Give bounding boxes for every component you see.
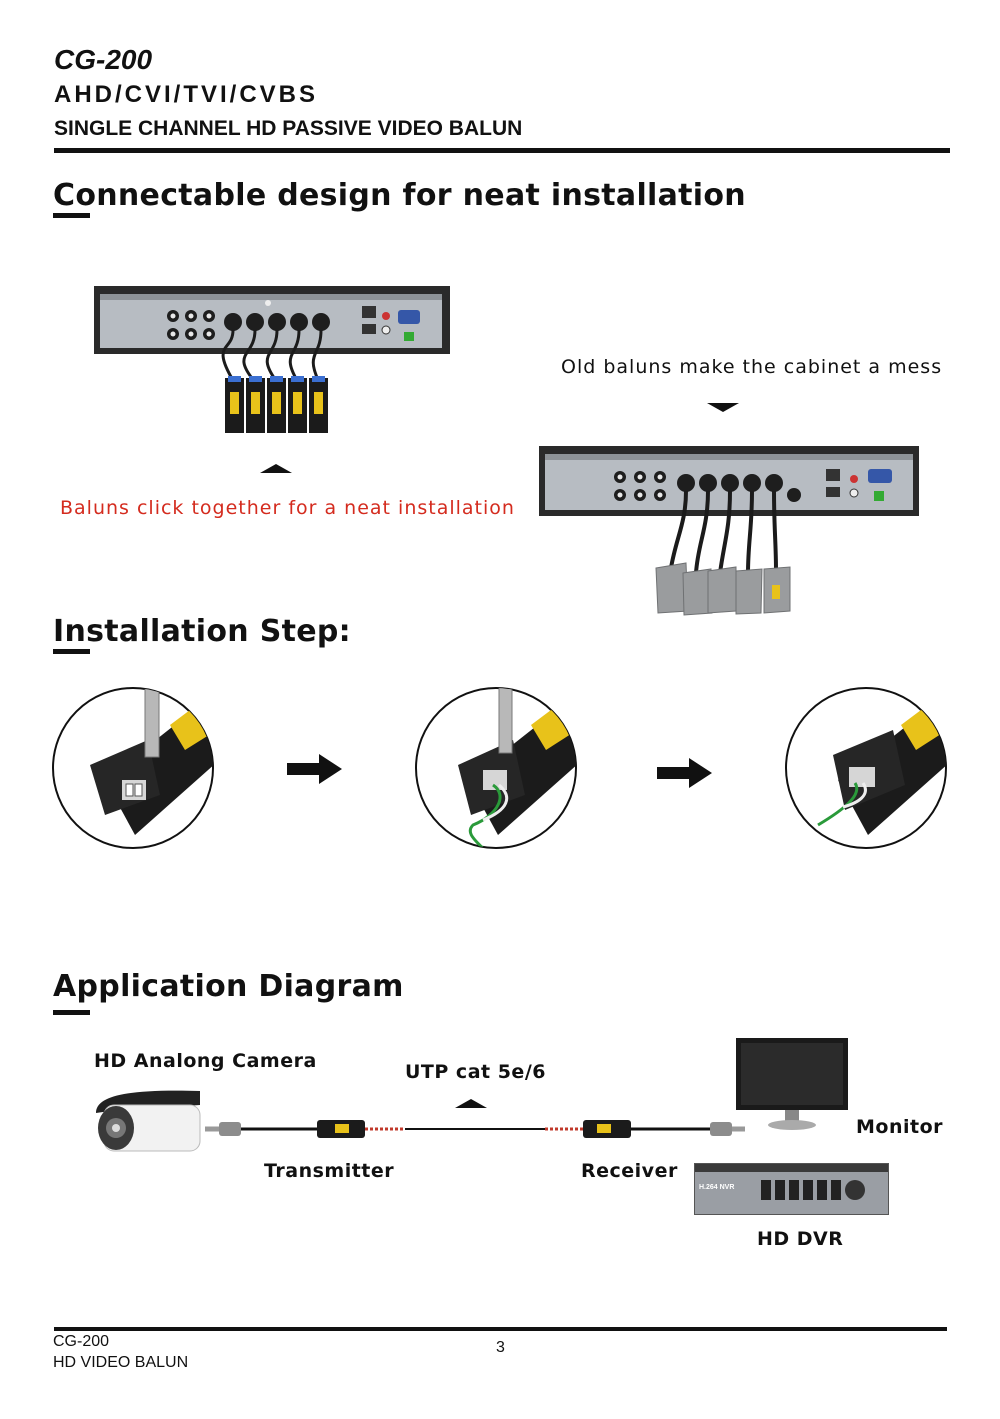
install-step-3-illustration [785, 687, 947, 849]
header-divider [54, 148, 950, 153]
install-step-1-illustration [52, 687, 214, 849]
dvr-label: HD DVR [757, 1228, 844, 1250]
neat-installation-caption: Baluns click together for a neat install… [60, 497, 515, 519]
cable-path-illustration [205, 1120, 745, 1138]
page-number: 3 [496, 1339, 505, 1356]
install-step-2-illustration [415, 687, 577, 849]
up-pointer-icon [260, 464, 292, 473]
footer-divider [54, 1327, 947, 1331]
dvr-device: H.264 NVR [694, 1163, 889, 1215]
connectable-heading: Connectable design for neat installation [53, 178, 746, 213]
receiver-label: Receiver [581, 1160, 678, 1182]
cable-label: UTP cat 5e/6 [405, 1061, 546, 1083]
cable-pointer-icon [455, 1099, 487, 1108]
transmitter-label: Transmitter [264, 1160, 395, 1182]
installation-heading-underline [53, 649, 90, 654]
formats-title: AHD/CVI/TVI/CVBS [54, 81, 319, 108]
installation-heading: Installation Step: [53, 614, 351, 649]
dvr-jog-dial-icon [845, 1180, 865, 1200]
camera-label: HD Analong Camera [94, 1050, 317, 1072]
down-pointer-icon [707, 403, 739, 412]
dvr-front-text: H.264 NVR [699, 1184, 735, 1191]
monitor-label: Monitor [856, 1116, 944, 1138]
connectable-heading-underline [53, 213, 90, 218]
messy-cabinet-caption: Old baluns make the cabinet a mess [561, 356, 943, 378]
model-title: CG-200 [54, 44, 153, 75]
application-heading-underline [53, 1010, 90, 1015]
step-arrow-2-icon [657, 758, 712, 788]
step-arrow-1-icon [287, 754, 342, 784]
footer-model: CG-200 [53, 1333, 110, 1350]
product-subtitle: SINGLE CHANNEL HD PASSIVE VIDEO BALUN [54, 117, 523, 140]
monitor-illustration [736, 1038, 848, 1130]
dvr-messy-baluns-illustration [539, 446, 919, 616]
footer-product: HD VIDEO BALUN [53, 1354, 189, 1371]
dvr-buttons [761, 1180, 841, 1200]
dvr-top-edge [695, 1164, 888, 1172]
dvr-neat-baluns-illustration [94, 286, 450, 433]
camera-illustration [96, 1090, 201, 1152]
application-heading: Application Diagram [53, 969, 404, 1004]
